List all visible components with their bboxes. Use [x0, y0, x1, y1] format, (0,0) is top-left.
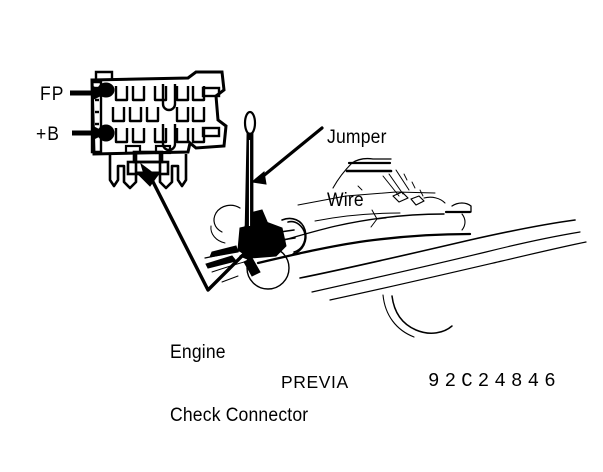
label-engine-check-connector: Engine Check Connector: [170, 300, 308, 468]
label-jumper-wire-line1: Jumper: [327, 126, 387, 149]
label-engine-line2: Check Connector: [170, 404, 309, 427]
label-engine-line1: Engine: [170, 341, 226, 364]
jumper-wire: [239, 110, 257, 247]
check-connector-cap: [279, 217, 307, 255]
connector-detail: [90, 70, 228, 190]
label-fp-terminal: FP: [40, 84, 65, 105]
engine-bay-sketch: [204, 157, 587, 338]
caption-part-number: 92C24846: [428, 370, 561, 392]
fp-pointer: [70, 85, 108, 101]
caption-model: PREVIA: [281, 372, 349, 392]
jumper-wire-leader: [250, 126, 324, 185]
label-b-terminal: +B: [36, 124, 61, 145]
label-jumper-wire: Jumper Wire: [327, 85, 387, 253]
engine-check-connector-leader: [140, 162, 253, 292]
b-pointer: [72, 125, 108, 141]
label-jumper-wire-line2: Wire: [327, 189, 364, 212]
